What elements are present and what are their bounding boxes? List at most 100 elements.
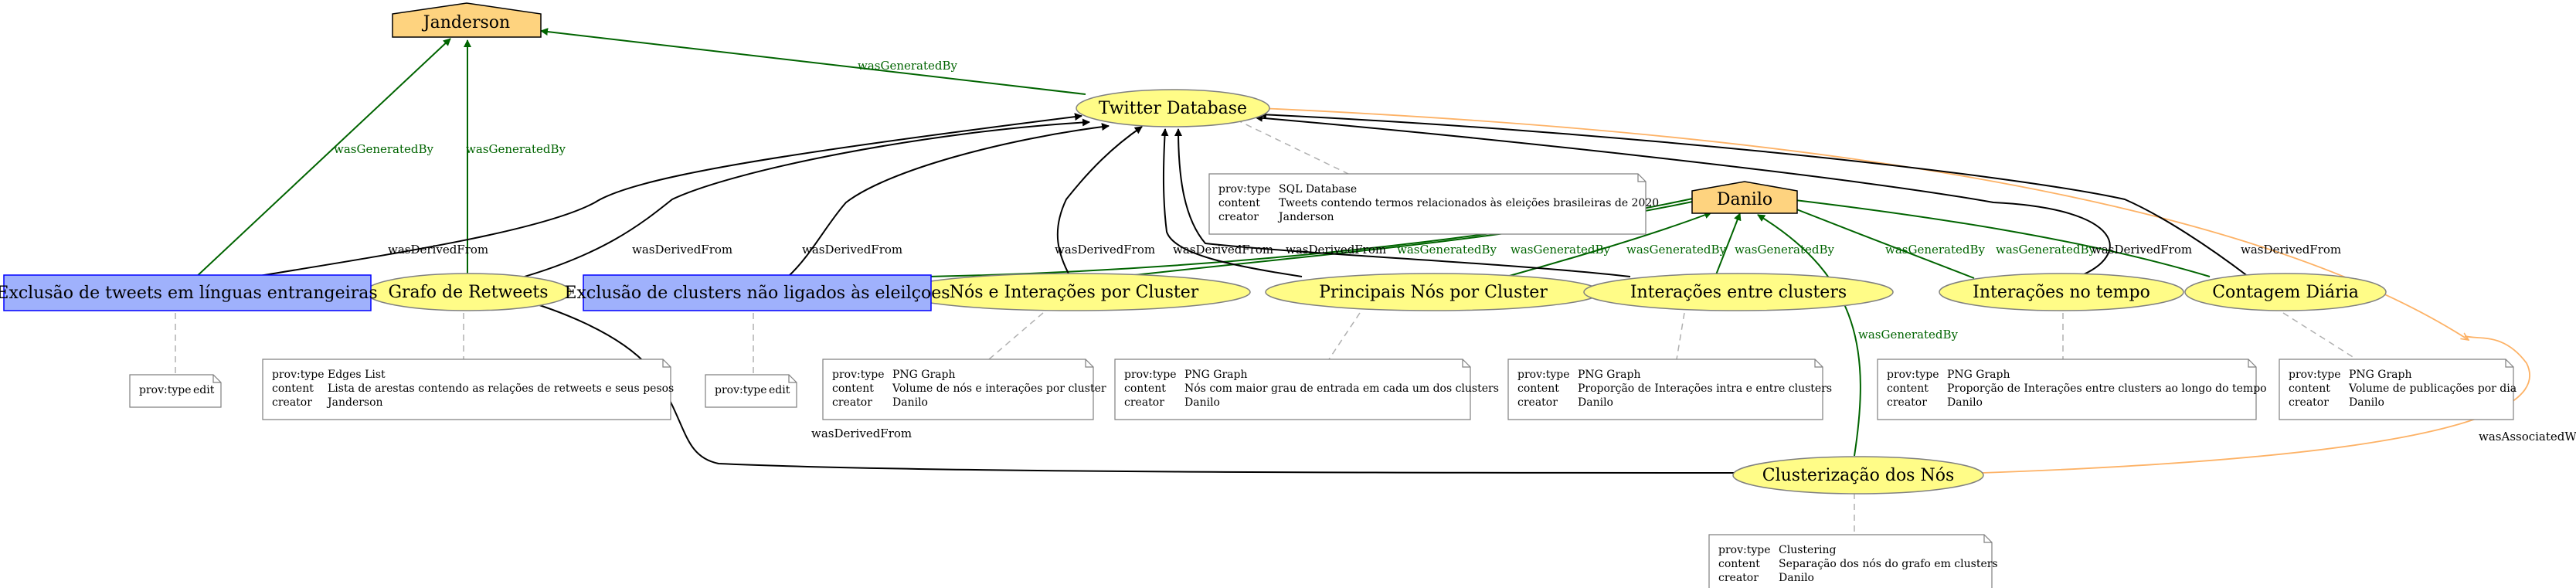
activity-label: Exclusão de clusters não ligados às elei… <box>564 284 950 303</box>
edge-label: wasGeneratedBy <box>1885 243 1986 257</box>
edge-derived-exclusaoclusters-twitterdb <box>787 123 1110 277</box>
entity-principais-nos-por-cluster: Principais Nós por Cluster <box>1265 273 1602 311</box>
edge-generated-twitterdb-janderson <box>540 28 1086 95</box>
edge-derived-contagem-twitterdb <box>1259 110 2249 277</box>
note-key: content <box>1517 382 1559 395</box>
note-key: prov:type <box>1218 183 1271 195</box>
note-value: PNG Graph <box>892 369 956 381</box>
note-value: PNG Graph <box>1184 369 1248 381</box>
entity-nos-interacoes-por-cluster: Nós e Interações por Cluster <box>897 273 1251 311</box>
entity-contagem-diaria: Contagem Diária <box>2184 273 2387 311</box>
note-value: Tweets contendo termos relacionados às e… <box>1279 196 1659 209</box>
entity-label: Interações no tempo <box>1973 283 2150 302</box>
agent-danilo: Danilo <box>1691 181 1798 214</box>
agent-janderson: Janderson <box>392 2 542 38</box>
derived-labels: wasDerivedFrom wasDerivedFrom wasDerived… <box>388 243 2341 440</box>
note-key: prov:type <box>832 369 885 381</box>
note-key: content <box>832 382 874 395</box>
edge-label: wasGeneratedBy <box>1397 243 1497 257</box>
note-connectors <box>175 119 2357 535</box>
derived-edges <box>235 110 2249 474</box>
edge-label: wasDerivedFrom <box>632 243 732 257</box>
note-value: Danilo <box>892 396 928 409</box>
note-value: Edges List <box>328 369 386 381</box>
edge-derived-clusterizacao-grafo <box>513 295 1735 474</box>
note-key: creator <box>1517 396 1558 409</box>
edge-label: wasAssociatedWith <box>2479 430 2576 444</box>
note-value: Danilo <box>2349 396 2384 409</box>
entity-label: Twitter Database <box>1099 99 1247 118</box>
edge-label: wasGeneratedBy <box>1735 243 1835 257</box>
edge-derived-grafo-twitterdb <box>513 118 1090 280</box>
note-value: Janderson <box>1277 211 1334 223</box>
note-value: Janderson <box>326 396 383 409</box>
activity-exclusao-tweets: Exclusão de tweets em línguas entrangeir… <box>0 274 378 311</box>
note-key: creator <box>1218 211 1259 223</box>
edge-label: wasDerivedFrom <box>802 243 902 257</box>
edge-label: wasDerivedFrom <box>811 427 912 440</box>
edge-derived-inttempo-twitterdb <box>1255 114 2111 277</box>
note-key: creator <box>272 396 312 409</box>
generated-labels: wasGeneratedBy wasGeneratedBy wasGenerat… <box>334 59 2096 342</box>
note-value: Proporção de Interações intra e entre cl… <box>1578 382 1832 395</box>
entity-label: Nós e Interações por Cluster <box>950 283 1199 302</box>
edge-label: wasGeneratedBy <box>1626 243 1727 257</box>
note-key: creator <box>1718 572 1759 584</box>
entity-interacoes-entre-clusters: Interações entre clusters <box>1583 273 1894 311</box>
note-key: prov:type <box>272 369 325 381</box>
note-key: creator <box>1887 396 1927 409</box>
note-key: content <box>1218 197 1260 209</box>
note-key: prov:type <box>1887 369 1939 381</box>
note-value: PNG Graph <box>1947 369 2010 381</box>
entity-interacoes-no-tempo: Interações no tempo <box>1939 273 2184 311</box>
edge-derived-nosinteracoes-twitterdb <box>1056 126 1143 277</box>
entity-label: Grafo de Retweets <box>388 283 548 302</box>
edge-label: wasGeneratedBy <box>1511 243 1611 257</box>
entity-clusterizacao-dos-nos: Clusterização dos Nós <box>1732 456 1984 495</box>
edge-generated-exclusaotweets-janderson <box>192 38 451 280</box>
edge-label: wasDerivedFrom <box>1173 243 1273 257</box>
edge-label: wasDerivedFrom <box>2241 243 2341 257</box>
edge-label: wasDerivedFrom <box>2092 243 2192 257</box>
edge-generated-contagem-danilo <box>1788 196 2211 277</box>
edge-label: wasDerivedFrom <box>1055 243 1155 257</box>
entity-label: Principais Nós por Cluster <box>1319 283 1548 302</box>
note-value: Volume de nós e interações por cluster <box>892 382 1106 395</box>
note-key: creator <box>2289 396 2329 409</box>
note-key: prov:type <box>1517 369 1570 381</box>
edge-derived-principais-twitterdb <box>1161 128 1303 277</box>
note-key: creator <box>1124 396 1164 409</box>
note-value: Danilo <box>1184 396 1220 409</box>
entity-grafo-de-retweets: Grafo de Retweets <box>365 273 572 311</box>
entity-label: Clusterização dos Nós <box>1762 466 1955 485</box>
note-value: Proporção de Interações entre clusters a… <box>1947 382 2267 395</box>
edge-generated-intclusters-danilo <box>1715 212 1742 277</box>
activity-label: Exclusão de tweets em línguas entrangeir… <box>0 284 378 303</box>
edge-label: wasGeneratedBy <box>466 142 566 156</box>
note-key: content <box>1887 382 1929 395</box>
note-key: content <box>2289 382 2330 395</box>
note-key: content <box>272 382 314 395</box>
edge-label: wasGeneratedBy <box>334 142 434 156</box>
edge-label: wasGeneratedBy <box>858 59 958 73</box>
agent-label: Janderson <box>422 13 510 32</box>
entity-label: Interações entre clusters <box>1630 283 1847 302</box>
note-value: Danilo <box>1578 396 1613 409</box>
note-key: creator <box>832 396 872 409</box>
edge-generated-clusterizacao-danilo <box>1757 214 1861 457</box>
note-key: prov:type <box>715 384 767 396</box>
note-value: Volume de publicações por dia <box>2348 382 2517 395</box>
note-value: edit <box>193 384 215 396</box>
note-value: Lista de arestas contendo as relações de… <box>328 382 674 395</box>
entity-label: Contagem Diária <box>2212 283 2359 302</box>
edge-derived-intclusters-twitterdb <box>1174 128 1631 277</box>
note-key: prov:type <box>1718 544 1771 556</box>
